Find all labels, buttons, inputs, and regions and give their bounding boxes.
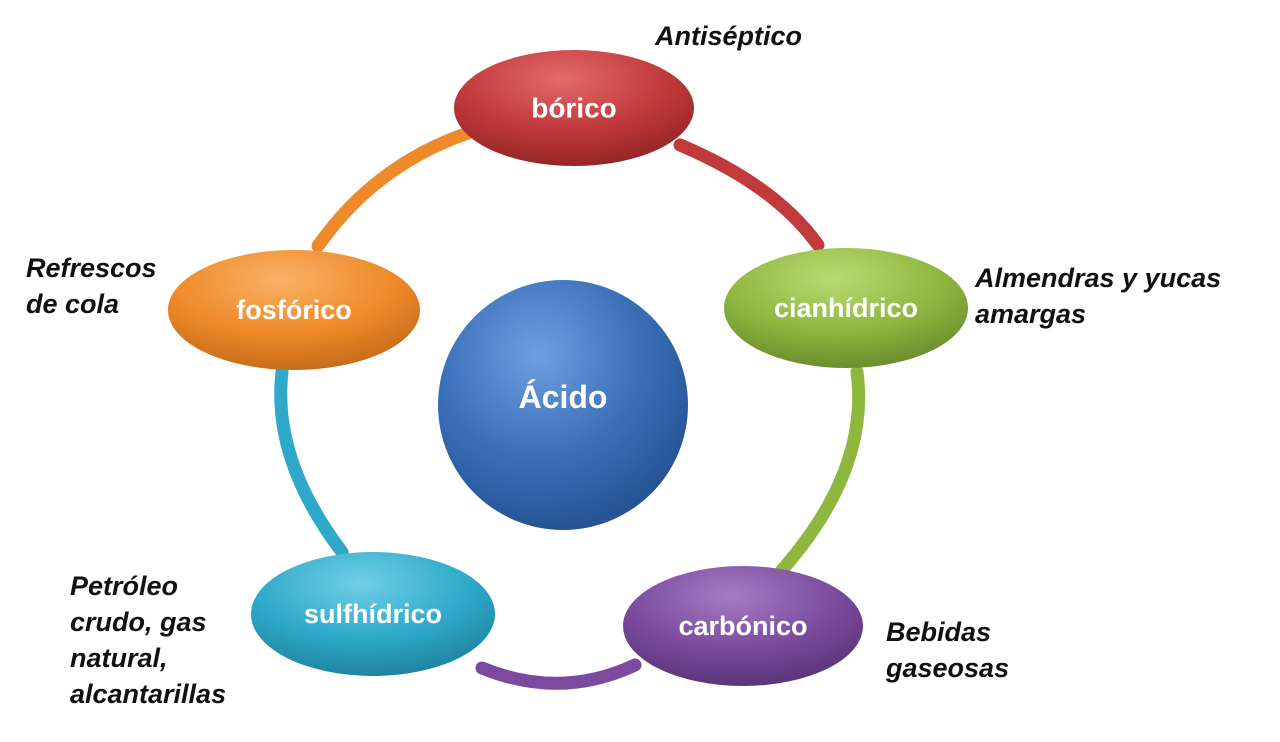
annotation-line: Antiséptico [655, 21, 803, 51]
annotation-fosforico: Refrescos de cola [26, 250, 157, 322]
node-carbonico-ellipse [623, 566, 863, 686]
annotation-line: Bebidas [886, 617, 992, 647]
connector-carbonico-sulfhidrico [475, 658, 642, 690]
annotation-line: Almendras y yucas [975, 263, 1222, 293]
connector-borico-cianhidrico [673, 138, 825, 252]
connector-cianhidrico-carbonico [775, 365, 866, 577]
node-sulfhidrico: sulfhídrico [251, 552, 495, 676]
node-cianhidrico-ellipse [724, 248, 968, 368]
node-cianhidrico-label: cianhídrico [774, 293, 918, 323]
annotation-line: Refrescos [26, 253, 157, 283]
annotation-cianhidrico: Almendras y yucas amargas [975, 260, 1221, 332]
node-borico: bórico [454, 50, 694, 166]
annotation-line: amargas [975, 299, 1087, 329]
annotation-borico: Antiséptico [655, 18, 802, 54]
center-circle [438, 280, 688, 530]
node-borico-ellipse [454, 50, 694, 166]
annotation-line: crudo, gas [70, 607, 207, 637]
node-sulfhidrico-label: sulfhídrico [304, 599, 442, 629]
connector-fosforico-borico [311, 126, 475, 253]
node-fosforico-label: fosfórico [236, 295, 352, 325]
annotation-carbonico: Bebidas gaseosas [886, 614, 1009, 686]
node-carbonico: carbónico [623, 566, 863, 686]
node-borico-label: bórico [531, 93, 617, 124]
annotation-line: Petróleo [70, 571, 179, 601]
annotation-line: de cola [26, 289, 120, 319]
node-cianhidrico: cianhídrico [724, 248, 968, 368]
node-carbonico-label: carbónico [678, 611, 807, 641]
center-node: Ácido [438, 280, 688, 530]
center-label: Ácido [519, 379, 608, 415]
node-fosforico: fosfórico [168, 250, 420, 370]
node-sulfhidrico-ellipse [251, 552, 495, 676]
annotation-line: natural, [70, 643, 168, 673]
node-fosforico-ellipse [168, 250, 420, 370]
annotation-line: gaseosas [886, 653, 1010, 683]
annotation-sulfhidrico: Petróleo crudo, gas natural, alcantarill… [70, 568, 226, 712]
annotation-line: alcantarillas [70, 679, 227, 709]
connector-sulfhidrico-fosforico [274, 365, 349, 559]
